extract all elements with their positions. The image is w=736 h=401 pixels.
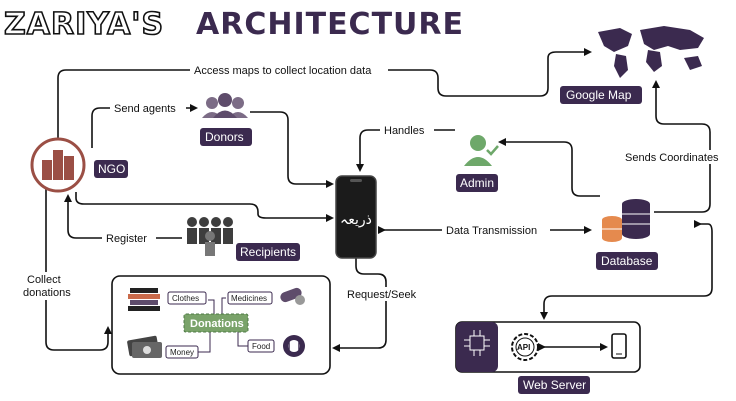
ngo-label: NGO [98, 162, 125, 176]
money-label: Money [170, 348, 194, 357]
google-map-label: Google Map [566, 88, 632, 102]
label-collect-2: donations [23, 287, 71, 299]
smartphone-icon [335, 175, 377, 259]
app-logo-text: ذریعہ [340, 212, 372, 228]
label-sends-coordinates: Sends Coordinates [625, 152, 719, 164]
admin-label: Admin [460, 176, 494, 190]
label-register: Register [106, 233, 147, 245]
clothes-icon [128, 288, 160, 311]
medicines-pill-icon [280, 287, 305, 305]
phone-outline-icon [611, 333, 627, 359]
donations-panel: Clothes Medicines Donations Money Food [111, 275, 331, 375]
donors-label: Donors [205, 130, 244, 144]
google-map-node: Google Map [560, 26, 704, 104]
clothes-label: Clothes [172, 294, 199, 303]
label-data-transmission: Data Transmission [446, 225, 537, 237]
admin-user-check-icon [464, 135, 499, 166]
title-part1: ZARIYA'S [4, 7, 164, 42]
recipients-crowd-icon [187, 217, 233, 256]
mobile-app-node: ذریعہ [335, 175, 377, 259]
label-send-agents: Send agents [114, 103, 176, 115]
web-server-label: Web Server [523, 378, 586, 392]
label-access-maps: Access maps to collect location data [194, 65, 372, 77]
edge-donors-phone [250, 111, 334, 188]
database-label: Database [601, 254, 653, 268]
edge-sends-coordinates [652, 80, 711, 213]
food-label: Food [252, 342, 270, 351]
database-node: Database [596, 199, 658, 270]
diagram-title: ZARIYA'S ARCHITECTURE [3, 6, 464, 43]
edge-db-admin [498, 138, 600, 197]
title-part2: ARCHITECTURE [196, 7, 464, 42]
edge-labels: Access maps to collect location data Sen… [22, 63, 728, 301]
medicines-label: Medicines [231, 294, 267, 303]
world-map-icon [598, 26, 704, 78]
label-collect-1: Collect [27, 274, 61, 286]
edge-collect [45, 184, 112, 351]
web-server-node: API Web Server [455, 321, 641, 394]
donors-node: Donors [200, 93, 252, 146]
edge-db-webserver [540, 220, 713, 320]
label-handles: Handles [384, 125, 425, 137]
edge-handles [356, 129, 455, 172]
edge-register [64, 194, 182, 239]
connectors [45, 48, 713, 352]
circuit-chip-icon [456, 322, 498, 372]
ngo-node: NGO [30, 137, 128, 193]
admin-node: Admin [456, 135, 499, 192]
edge-access-maps [57, 48, 592, 140]
recipients-node: Recipients [187, 217, 300, 261]
money-icon [127, 335, 162, 358]
food-plate-icon [283, 335, 305, 357]
donations-center-label: Donations [190, 318, 244, 330]
recipients-label: Recipients [240, 245, 296, 259]
edge-request-seek [332, 258, 387, 352]
api-label: API [517, 343, 530, 352]
label-request-seek: Request/Seek [347, 289, 417, 301]
edge-send-agents [91, 104, 198, 148]
database-icon [602, 199, 650, 242]
donors-people-icon [202, 93, 248, 118]
edge-ngo-phone [75, 192, 334, 222]
